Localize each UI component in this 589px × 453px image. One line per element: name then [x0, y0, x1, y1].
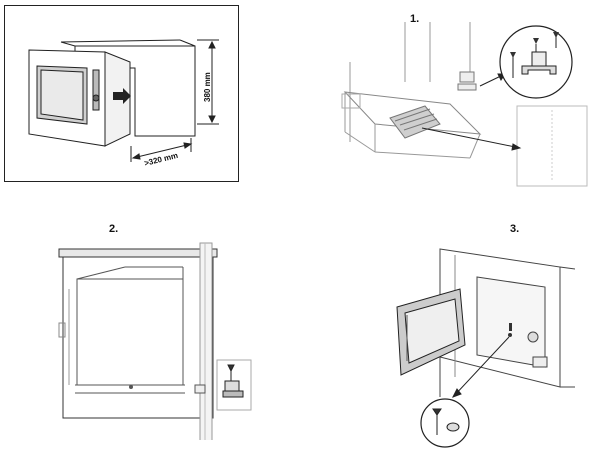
- step-3-panel: [385, 237, 575, 451]
- open-door: [396, 288, 466, 376]
- screw-point: [508, 323, 512, 337]
- step-2-drawing: [58, 242, 252, 440]
- step-3-drawing: [396, 248, 575, 448]
- callout-arrow-3: [451, 336, 510, 398]
- step-3-label: 3.: [510, 223, 520, 235]
- callout-arrow-top: [479, 73, 506, 87]
- step-2-panel: [55, 235, 255, 440]
- height-label: 380 mm: [203, 72, 212, 102]
- microwave-back-view: [58, 266, 185, 394]
- insert-arrow-icon: [113, 88, 131, 104]
- template-arrow: [421, 127, 522, 151]
- bracket-callout: [499, 25, 573, 99]
- overview-drawing: 380 mm >320 mm: [28, 39, 219, 168]
- step-1-panel: [330, 22, 589, 192]
- step-1-drawing: [341, 22, 588, 187]
- step-2-label: 2.: [109, 223, 119, 235]
- template-sheet: [516, 105, 588, 187]
- bracket-icon-2: [194, 384, 206, 394]
- depth-dimension: [130, 138, 193, 162]
- bracket-icon: [512, 36, 557, 78]
- microwave-unit: [28, 49, 131, 147]
- bracket-small-icon: [457, 71, 477, 91]
- screw-callout: [420, 398, 470, 448]
- screw-icon: [510, 32, 559, 58]
- depth-label: >320 mm: [143, 151, 179, 168]
- overview-panel: 380 mm >320 mm: [4, 5, 239, 182]
- mounting-template: [389, 105, 441, 139]
- step-1-label: 1.: [410, 13, 420, 25]
- screw-icon-3: [432, 408, 460, 435]
- cabinet-with-microwave: [439, 248, 575, 397]
- height-dimension: [197, 39, 219, 125]
- bracket-callout-2: [216, 359, 252, 411]
